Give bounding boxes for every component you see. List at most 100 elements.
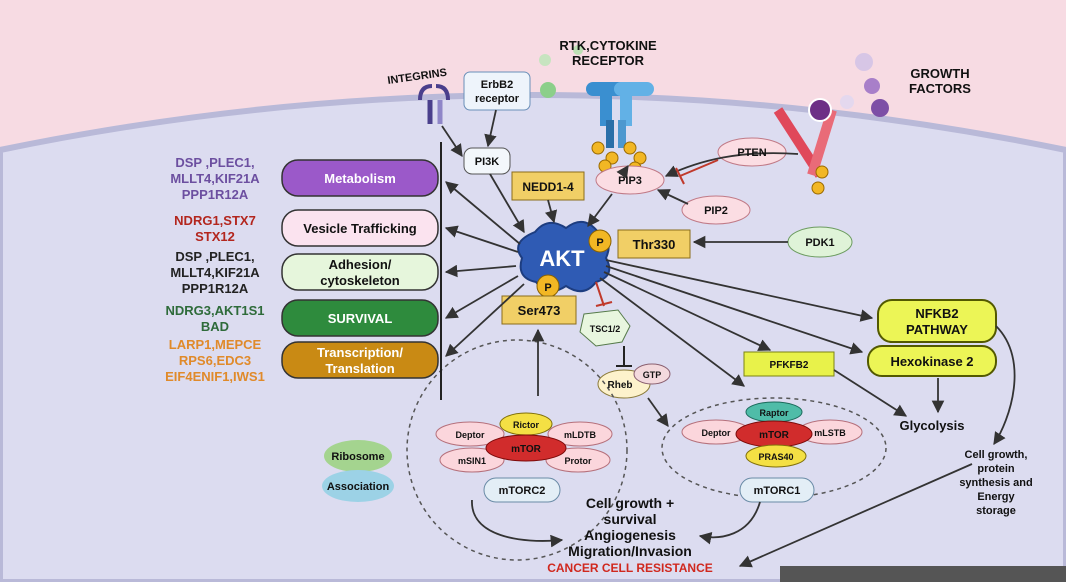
hexokinase-label: Hexokinase 2 [890,354,973,369]
inhibit-pten-pip3 [679,159,719,177]
ser473-label: Ser473 [518,303,561,318]
arrow-pip3-akt [587,193,613,228]
function-label-0-0: Metabolism [324,171,396,186]
mtorc1-raptor-label: Raptor [760,408,789,418]
mtorc2-label-box [483,477,561,503]
mtorc2-mtor [485,434,567,462]
cellgrowth-line4: Energy [977,491,1015,503]
function-box-1 [281,209,439,247]
gene-list-0-1: MLLT4,KIF21A [170,171,260,186]
arrow-akt-pfkfb2 [603,271,772,351]
arrow-akt-mtorc1 [599,277,746,387]
inhibition-lines [595,159,719,307]
gene-list-3-1: BAD [201,319,229,334]
nfkb2-label-line2: PATHWAY [906,322,968,337]
function-label-3-0: SURVIVAL [328,311,393,326]
inhibit-pten-pip3-bar [675,167,685,185]
growth-factor-receptor-icon [773,98,837,195]
cellgrowth-line2: protein [977,463,1015,475]
inhibit-akt-tsc-bar [595,301,613,307]
function-label-4-1: Translation [325,361,394,376]
mtorc1-name: mTORC1 [754,485,801,497]
pip2-node [681,195,751,225]
gtp-label: GTP [643,370,662,380]
arrow-erbb2-pi3k [484,109,497,148]
arrow-pfkfb2-glycolysis [833,369,908,417]
ser473-node [501,295,577,325]
mtorc1-complex [661,397,887,503]
nedd-label: NEDD1-4 [522,180,574,194]
mtorc2-rictor-label: Rictor [513,420,540,430]
rheb-label: Rheb [608,380,633,391]
gene-list-4-1: RPS6,EDC3 [179,353,251,368]
hexokinase-node [867,345,997,377]
pdk1-label: PDK1 [805,237,834,249]
mtorc2-mldtb [547,421,613,447]
nfkb2-node [877,299,997,343]
mtorc2-mtor-label: mTOR [511,444,542,455]
mtorc2-complex [406,339,628,561]
pfkfb2-node [743,351,835,377]
arrow-mtorc1-outcomes [698,501,761,545]
inhibit-akt-tsc [595,281,605,307]
gene-list-1-0: NDRG1,STX7 [174,213,256,228]
mtorc2-mldtb-label: mLDTB [564,430,596,440]
erbb2-label-line2: receptor [475,93,520,105]
growth-label-line1: GROWTH [910,66,969,81]
outcome-line4: Migration/Invasion [568,543,692,559]
function-label-4-0: Transcription/ [317,345,403,360]
function-box-3 [281,299,439,337]
pip3-label: PIP3 [618,175,642,187]
nfkb2-label-line1: NFKB2 [915,306,958,321]
function-label-1-0: Vesicle Trafficking [303,221,417,236]
arrow-integrin-pi3k [441,125,463,158]
gene-list-0-2: PPP1R12A [182,187,249,202]
nedd-node [511,171,585,201]
function-box-4 [281,341,439,379]
gene-list-2-2: PPP1R12A [182,281,249,296]
association-label: Association [327,481,390,493]
cellgrowth-line5: storage [976,505,1016,517]
akt-thr-p-label: P [596,237,603,249]
arrow-akt-vesicle [444,225,519,253]
thr330-node [617,229,691,259]
arrow-cellgrowth-resistance [738,463,973,568]
arrow-akt-survival [444,275,519,319]
gene-list-3-0: NDRG3,AKT1S1 [166,303,265,318]
arrow-mtorc2-outcomes [471,499,564,548]
pip2-label: PIP2 [704,205,728,217]
ribosome-icon [322,440,394,502]
tsc-node [579,309,631,347]
pi3k-label: PI3K [475,156,500,168]
mtorc1-mtor-label: mTOR [759,430,790,441]
arrow-akt-metabolism [445,181,521,245]
gtp-node [633,363,671,385]
outcome-line3: Angiogenesis [584,527,676,543]
gene-list-2-1: MLLT4,KIF21A [170,265,260,280]
tsc-label: TSC1/2 [590,324,621,334]
ribosome-label: Ribosome [331,451,384,463]
rtk-label-line2: RECEPTOR [572,53,645,68]
pten-label: PTEN [737,147,766,159]
growth-factor-molecules [539,45,889,117]
function-box-2 [281,253,439,291]
mtorc2-protor-label: Protor [565,456,592,466]
function-label-2-1: cytoskeleton [320,273,400,288]
pfkfb2-label: PFKFB2 [770,360,809,371]
mtorc1-pras40-label: PRAS40 [758,452,793,462]
arrow-nedd-akt [544,199,558,224]
mtorc2-msin1-label: mSIN1 [458,456,486,466]
akt-thr-phospho [588,229,612,253]
bottom-bar [780,566,1066,582]
akt-label: AKT [539,246,585,271]
growth-label-line2: FACTORS [909,81,971,96]
erbb2-receptor-box [463,71,531,111]
function-box-0 [281,159,439,197]
arrow-rheb-mtorc1 [647,397,669,428]
mtorc2-msin1 [439,447,505,473]
outcome-line2: survival [604,511,657,527]
mtorc2-deptor-label: Deptor [456,430,485,440]
resistance-label: CANCER CELL RESISTANCE [547,561,713,575]
gene-list-1-1: STX12 [195,229,235,244]
